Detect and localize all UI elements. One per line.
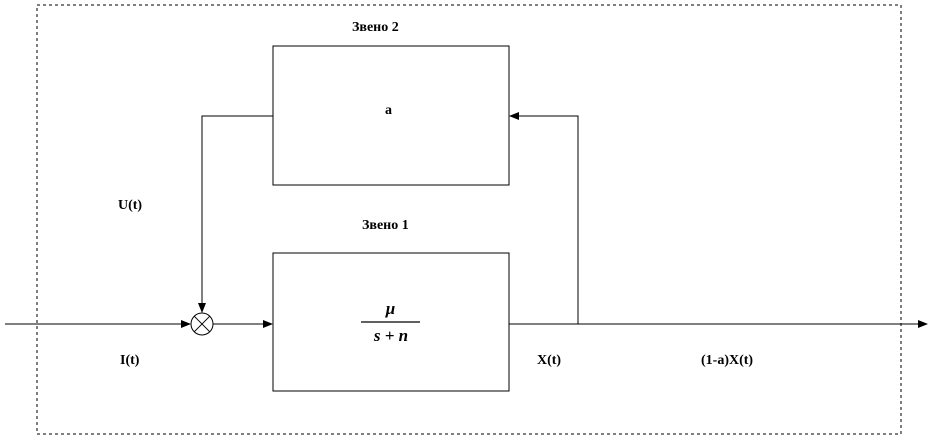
block2-gain: a [385,103,392,118]
block2-box [272,45,510,186]
block1-output-label: X(t) [537,353,562,368]
system-boundary [36,4,902,435]
feedback-signal-label: U(t) [118,198,143,213]
input-signal-label: I(t) [120,353,140,368]
block1-numerator: μ [385,299,396,318]
feedback-to-block2-arrow [509,112,579,324]
block1-denominator: s + n [373,326,409,345]
system-output-label: (1-a)X(t) [701,353,754,368]
block2-title: Звено 2 [352,20,399,35]
summing-junction [190,312,214,336]
block1-title: Звено 1 [362,218,409,233]
block2-to-junction-arrow [198,115,273,313]
